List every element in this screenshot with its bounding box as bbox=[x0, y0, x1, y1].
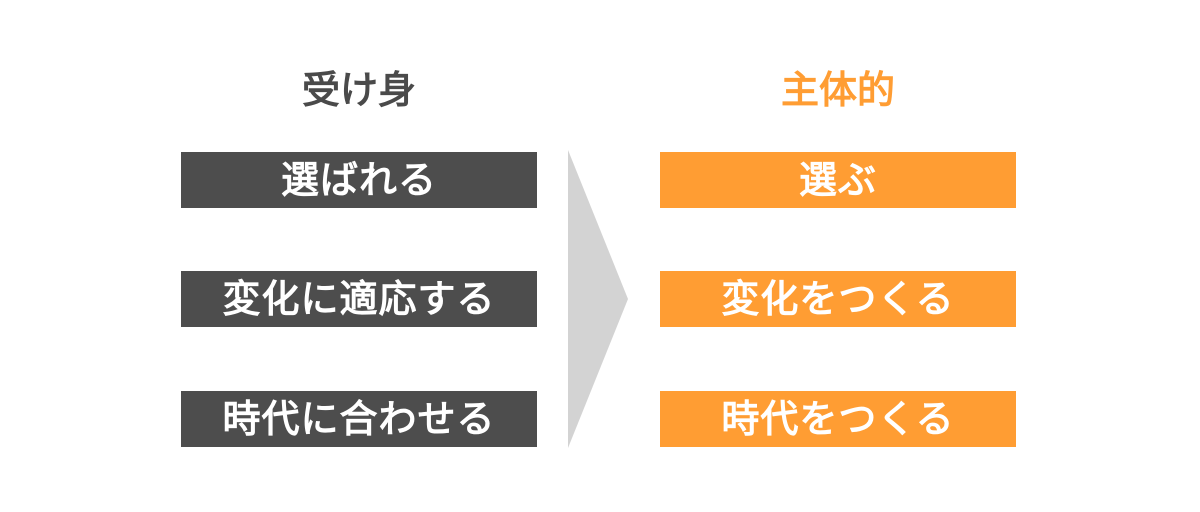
passive-item-chosen: 選ばれる bbox=[181, 152, 537, 208]
active-item-create-change: 変化をつくる bbox=[660, 271, 1016, 327]
transition-arrow-icon bbox=[568, 150, 628, 448]
active-item-choose: 選ぶ bbox=[660, 152, 1016, 208]
passive-item-adapt-to-change: 変化に適応する bbox=[181, 271, 537, 327]
active-heading: 主体的 bbox=[780, 68, 895, 112]
active-item-create-the-times: 時代をつくる bbox=[660, 391, 1016, 447]
passive-heading: 受け身 bbox=[301, 68, 416, 112]
passive-item-follow-the-times: 時代に合わせる bbox=[181, 391, 537, 447]
